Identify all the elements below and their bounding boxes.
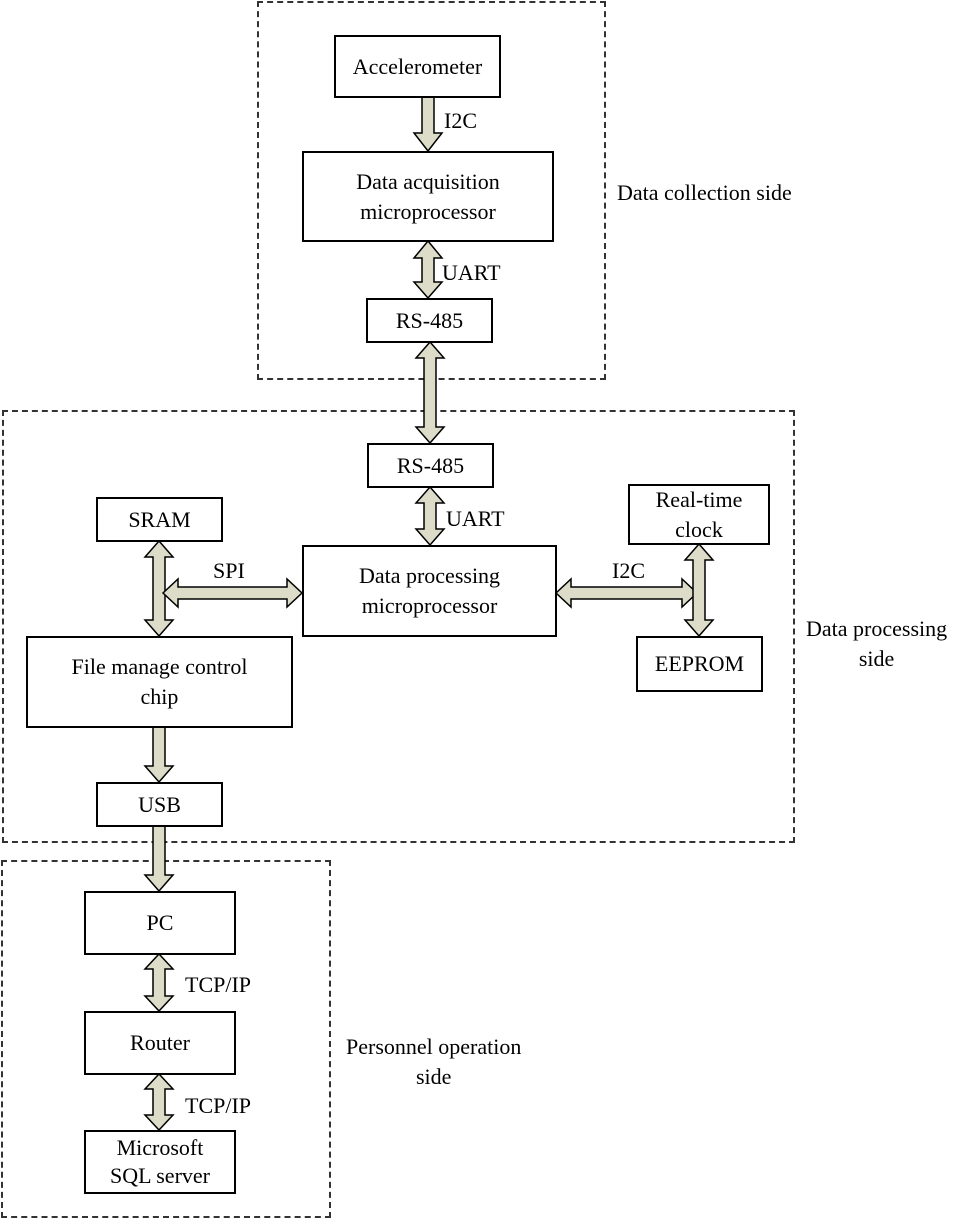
arrow-filechip-to-usb xyxy=(143,726,175,784)
label-tcpip-pc-router: TCP/IP xyxy=(185,972,252,997)
arrow-acquisition-rs485 xyxy=(412,239,444,300)
block-accelerometer: Accelerometer xyxy=(334,35,501,98)
block-rs485-processing: RS-485 xyxy=(367,443,494,488)
block-router: Router xyxy=(84,1011,236,1075)
zone-data-processing xyxy=(2,410,795,843)
block-data-acquisition-microprocessor: Data acquisition microprocessor xyxy=(302,151,554,242)
label-uart-processing: UART xyxy=(446,506,505,531)
block-pc: PC xyxy=(84,891,236,955)
label-spi: SPI xyxy=(213,558,245,583)
arrow-pc-router xyxy=(143,952,175,1013)
block-eeprom: EEPROM xyxy=(636,636,763,692)
label-i2c-accelerometer: I2C xyxy=(444,108,477,133)
label-uart-acquisition: UART xyxy=(442,260,501,285)
zone-label-data-collection: Data collection side xyxy=(617,180,792,205)
block-file-manage-control-chip: File manage control chip xyxy=(26,636,293,728)
block-rs485-collection: RS-485 xyxy=(366,298,493,343)
block-real-time-clock: Real-time clock xyxy=(628,484,770,545)
arrow-usb-to-pc xyxy=(143,825,175,893)
block-usb: USB xyxy=(96,782,223,827)
block-data-processing-microprocessor: Data processing microprocessor xyxy=(302,545,557,637)
arrow-rs485-processing xyxy=(414,485,446,547)
zone-label-personnel-operation: Personnel operation side xyxy=(346,1034,522,1089)
zone-label-data-processing: Data processing side xyxy=(806,616,948,671)
arrow-accel-to-acquisition xyxy=(412,96,444,153)
label-tcpip-router-sql: TCP/IP xyxy=(185,1093,252,1118)
block-sram: SRAM xyxy=(96,497,223,542)
arrow-router-sql xyxy=(143,1072,175,1132)
block-microsoft-sql-server: Microsoft SQL server xyxy=(84,1130,236,1194)
zone-personnel-operation xyxy=(1,860,331,1218)
arrow-rs485-rs485 xyxy=(414,340,446,445)
label-i2c-processing: I2C xyxy=(612,558,645,583)
